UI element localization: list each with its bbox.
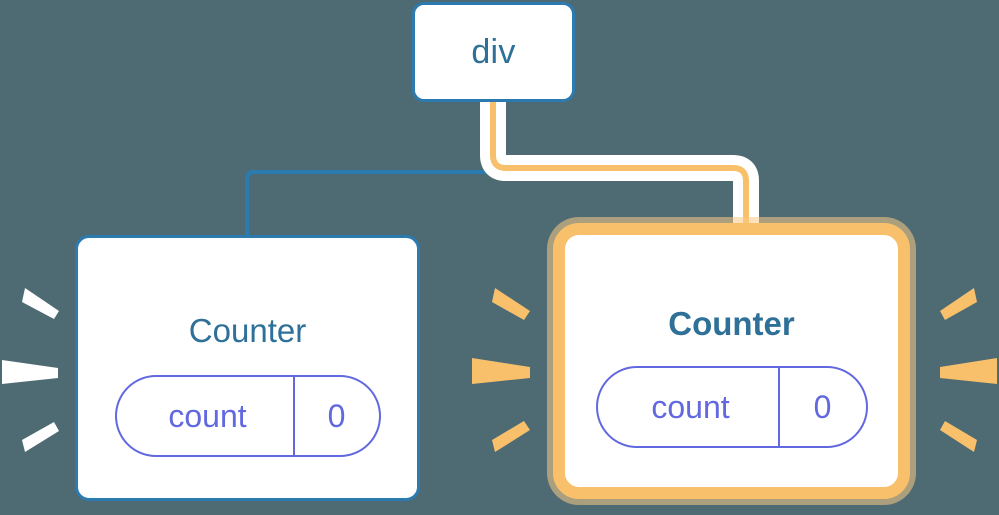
node-counter-right[interactable]: Counter count 0 [553, 223, 910, 499]
spark-ray [492, 288, 530, 320]
spark-ray [472, 358, 530, 384]
spark-ray [492, 421, 530, 452]
edge-root-to-left-counter [245, 101, 495, 236]
spark-group-right-counter-right [940, 288, 997, 452]
spark-group-right-counter-left [472, 288, 530, 452]
node-div-label: div [471, 33, 516, 71]
edge-root-to-right-counter-halo [480, 101, 759, 236]
state-pill-left[interactable]: count 0 [114, 374, 381, 457]
spark-ray [940, 358, 997, 384]
spark-ray [940, 288, 977, 320]
state-value-right: 0 [777, 367, 866, 446]
state-pill-right[interactable]: count 0 [595, 365, 868, 448]
spark-ray [22, 422, 59, 452]
node-counter-left[interactable]: Counter count 0 [75, 235, 420, 501]
node-counter-left-label: Counter [188, 311, 307, 349]
spark-ray [940, 421, 977, 452]
spark-group-left-counter [2, 288, 59, 452]
state-value-left: 0 [292, 376, 379, 455]
edge-root-to-right-counter [490, 101, 749, 240]
spark-ray [22, 288, 59, 319]
node-div[interactable]: div [412, 2, 575, 102]
state-key-right: count [651, 388, 730, 425]
spark-ray [2, 360, 58, 384]
state-key-left: count [168, 397, 247, 434]
node-counter-right-label: Counter [668, 304, 795, 342]
